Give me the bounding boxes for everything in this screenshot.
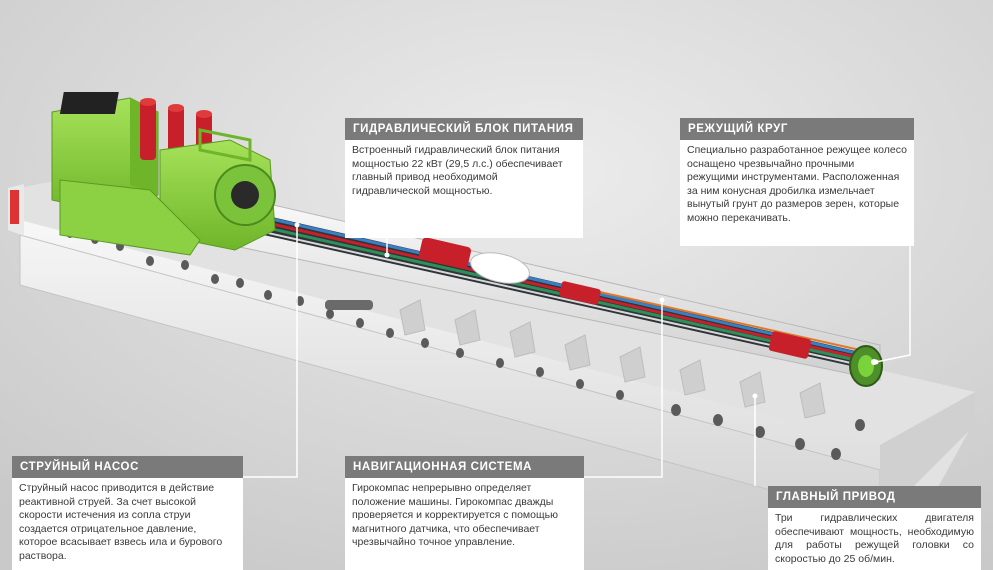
launch-frame: [8, 180, 975, 521]
leader-lines: [243, 216, 911, 486]
callout-text: Струйный насос приводится в действие реа…: [12, 478, 243, 570]
callout-navigation-system: НАВИГАЦИОННАЯ СИСТЕМА Гирокомпас непреры…: [345, 456, 584, 570]
callout-text: Три гидравлических двигателя обеспечиваю…: [768, 508, 981, 570]
callout-text: Гирокомпас непрерывно определяет положен…: [345, 478, 584, 570]
callout-hydraulic-power-unit: ГИДРАВЛИЧЕСКИЙ БЛОК ПИТАНИЯ Встроенный г…: [345, 118, 583, 238]
callout-title: ГИДРАВЛИЧЕСКИЙ БЛОК ПИТАНИЯ: [345, 118, 583, 140]
frame-ribs: [399, 299, 826, 419]
callout-title: СТРУЙНЫЙ НАСОС: [12, 456, 243, 478]
callout-title: ГЛАВНЫЙ ПРИВОД: [768, 486, 981, 508]
callout-main-drive: ГЛАВНЫЙ ПРИВОД Три гидравлических двигат…: [768, 486, 981, 570]
callout-jet-pump: СТРУЙНЫЙ НАСОС Струйный насос приводится…: [12, 456, 243, 570]
power-unit: [51, 92, 276, 256]
callout-text: Специально разработанное режущее колесо …: [680, 140, 914, 246]
callout-title: НАВИГАЦИОННАЯ СИСТЕМА: [345, 456, 584, 478]
callout-text: Встроенный гидравлический блок питания м…: [345, 140, 583, 238]
machine-tube: [229, 194, 883, 387]
callout-cutting-wheel: РЕЖУЩИЙ КРУГ Специально разработанное ре…: [680, 118, 914, 246]
callout-title: РЕЖУЩИЙ КРУГ: [680, 118, 914, 140]
leader-dots: [294, 222, 879, 399]
